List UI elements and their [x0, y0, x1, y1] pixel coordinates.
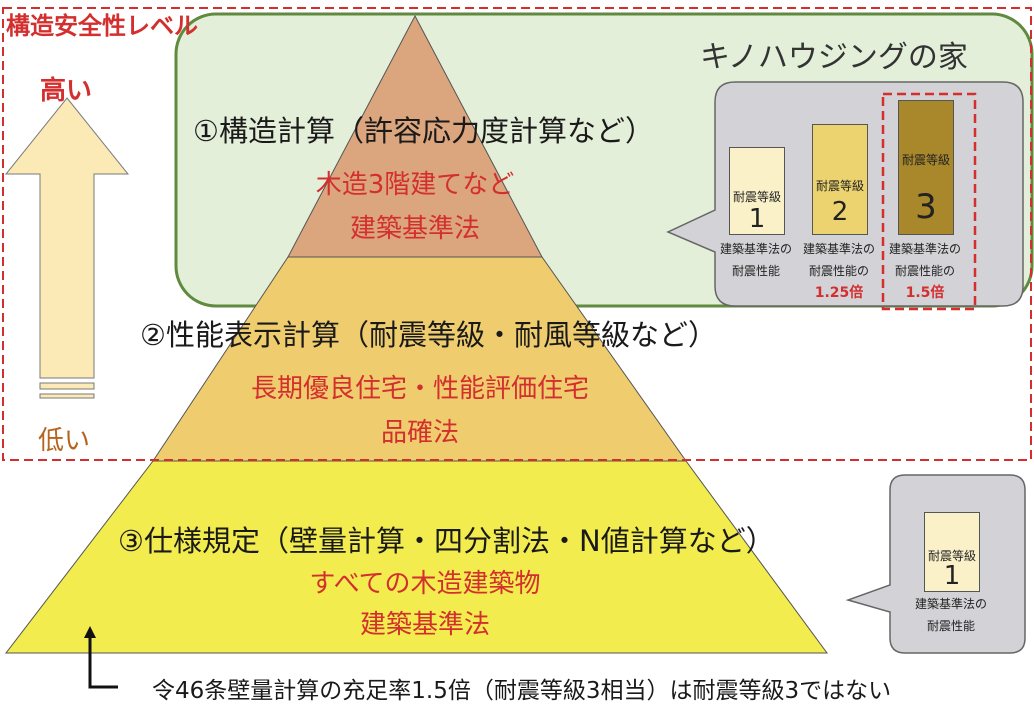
- tier1-law: 建築基準法: [349, 214, 480, 244]
- bottom-grade-number: 1: [943, 561, 961, 591]
- frame-title: 構造安全性レベル: [6, 12, 198, 40]
- grade-2-caption: 建築基準法の 耐震性能の 1.25倍: [789, 238, 889, 304]
- grade-1-number: 1: [748, 204, 766, 234]
- grade-1-bar: 耐震等級 1: [729, 147, 785, 235]
- bottom-grade-caption: 建築基準法の 耐震性能: [901, 593, 1001, 637]
- footnote-arrowhead: [84, 626, 96, 638]
- company-label: キノハウジングの家: [700, 40, 968, 75]
- grade-3-number: 3: [915, 187, 937, 227]
- up-arrow-icon: [4, 97, 130, 399]
- grade-2-bar: 耐震等級 2: [812, 124, 868, 235]
- tier1-heading: ①構造計算（許容応力度計算など）: [193, 114, 654, 148]
- grade-2-caption-line1: 建築基準法の: [802, 242, 875, 256]
- grade-3-caption-line2: 耐震性能の: [894, 264, 955, 278]
- bottom-grade-caption-line2: 耐震性能: [926, 619, 975, 633]
- tier2-heading: ②性能表示計算（耐震等級・耐風等級など）: [140, 318, 717, 352]
- grade-1-caption-line1: 建築基準法の: [719, 242, 792, 256]
- grade-1-caption-line2: 耐震性能: [731, 264, 780, 278]
- grade-3-bar: 耐震等級 3: [898, 100, 954, 235]
- tier3-heading: ③仕様規定（壁量計算・四分割法・N値計算など）: [118, 524, 775, 558]
- tier3-examples: すべての木造建築物: [309, 569, 541, 599]
- grade-1-caption: 建築基準法の 耐震性能: [706, 238, 806, 282]
- grade-3-multiplier: 1.5倍: [905, 285, 945, 301]
- grade-3-caption-line1: 建築基準法の: [888, 242, 961, 256]
- tier2-examples: 長期優良住宅・性能評価住宅: [250, 374, 589, 404]
- arrow-low-label: 低い: [38, 426, 91, 456]
- grade-2-number: 2: [831, 197, 849, 227]
- safety-level-frame: [2, 7, 1032, 461]
- tier2-law: 品確法: [380, 418, 459, 448]
- tier1-examples: 木造3階建てなど: [315, 170, 515, 200]
- grade3-highlight-frame: [881, 92, 977, 311]
- bottom-grade-caption-line1: 建築基準法の: [914, 597, 987, 611]
- grade-2-title: 耐震等級: [815, 179, 864, 193]
- grade-1-title: 耐震等級: [732, 190, 781, 204]
- grade-3-title: 耐震等級: [901, 153, 950, 167]
- footnote-connector: [88, 630, 118, 689]
- grade-2-multiplier: 1.25倍: [814, 285, 864, 301]
- arrow-high-label: 高い: [40, 76, 93, 106]
- bottom-grade-1-bar: 耐震等級 1: [924, 512, 980, 592]
- grade-2-caption-line2: 耐震性能の: [808, 264, 869, 278]
- tier3-law: 建築基準法: [359, 610, 490, 640]
- grade-3-caption: 建築基準法の 耐震性能の 1.5倍: [875, 238, 975, 304]
- bottom-grade-title: 耐震等級: [927, 549, 976, 563]
